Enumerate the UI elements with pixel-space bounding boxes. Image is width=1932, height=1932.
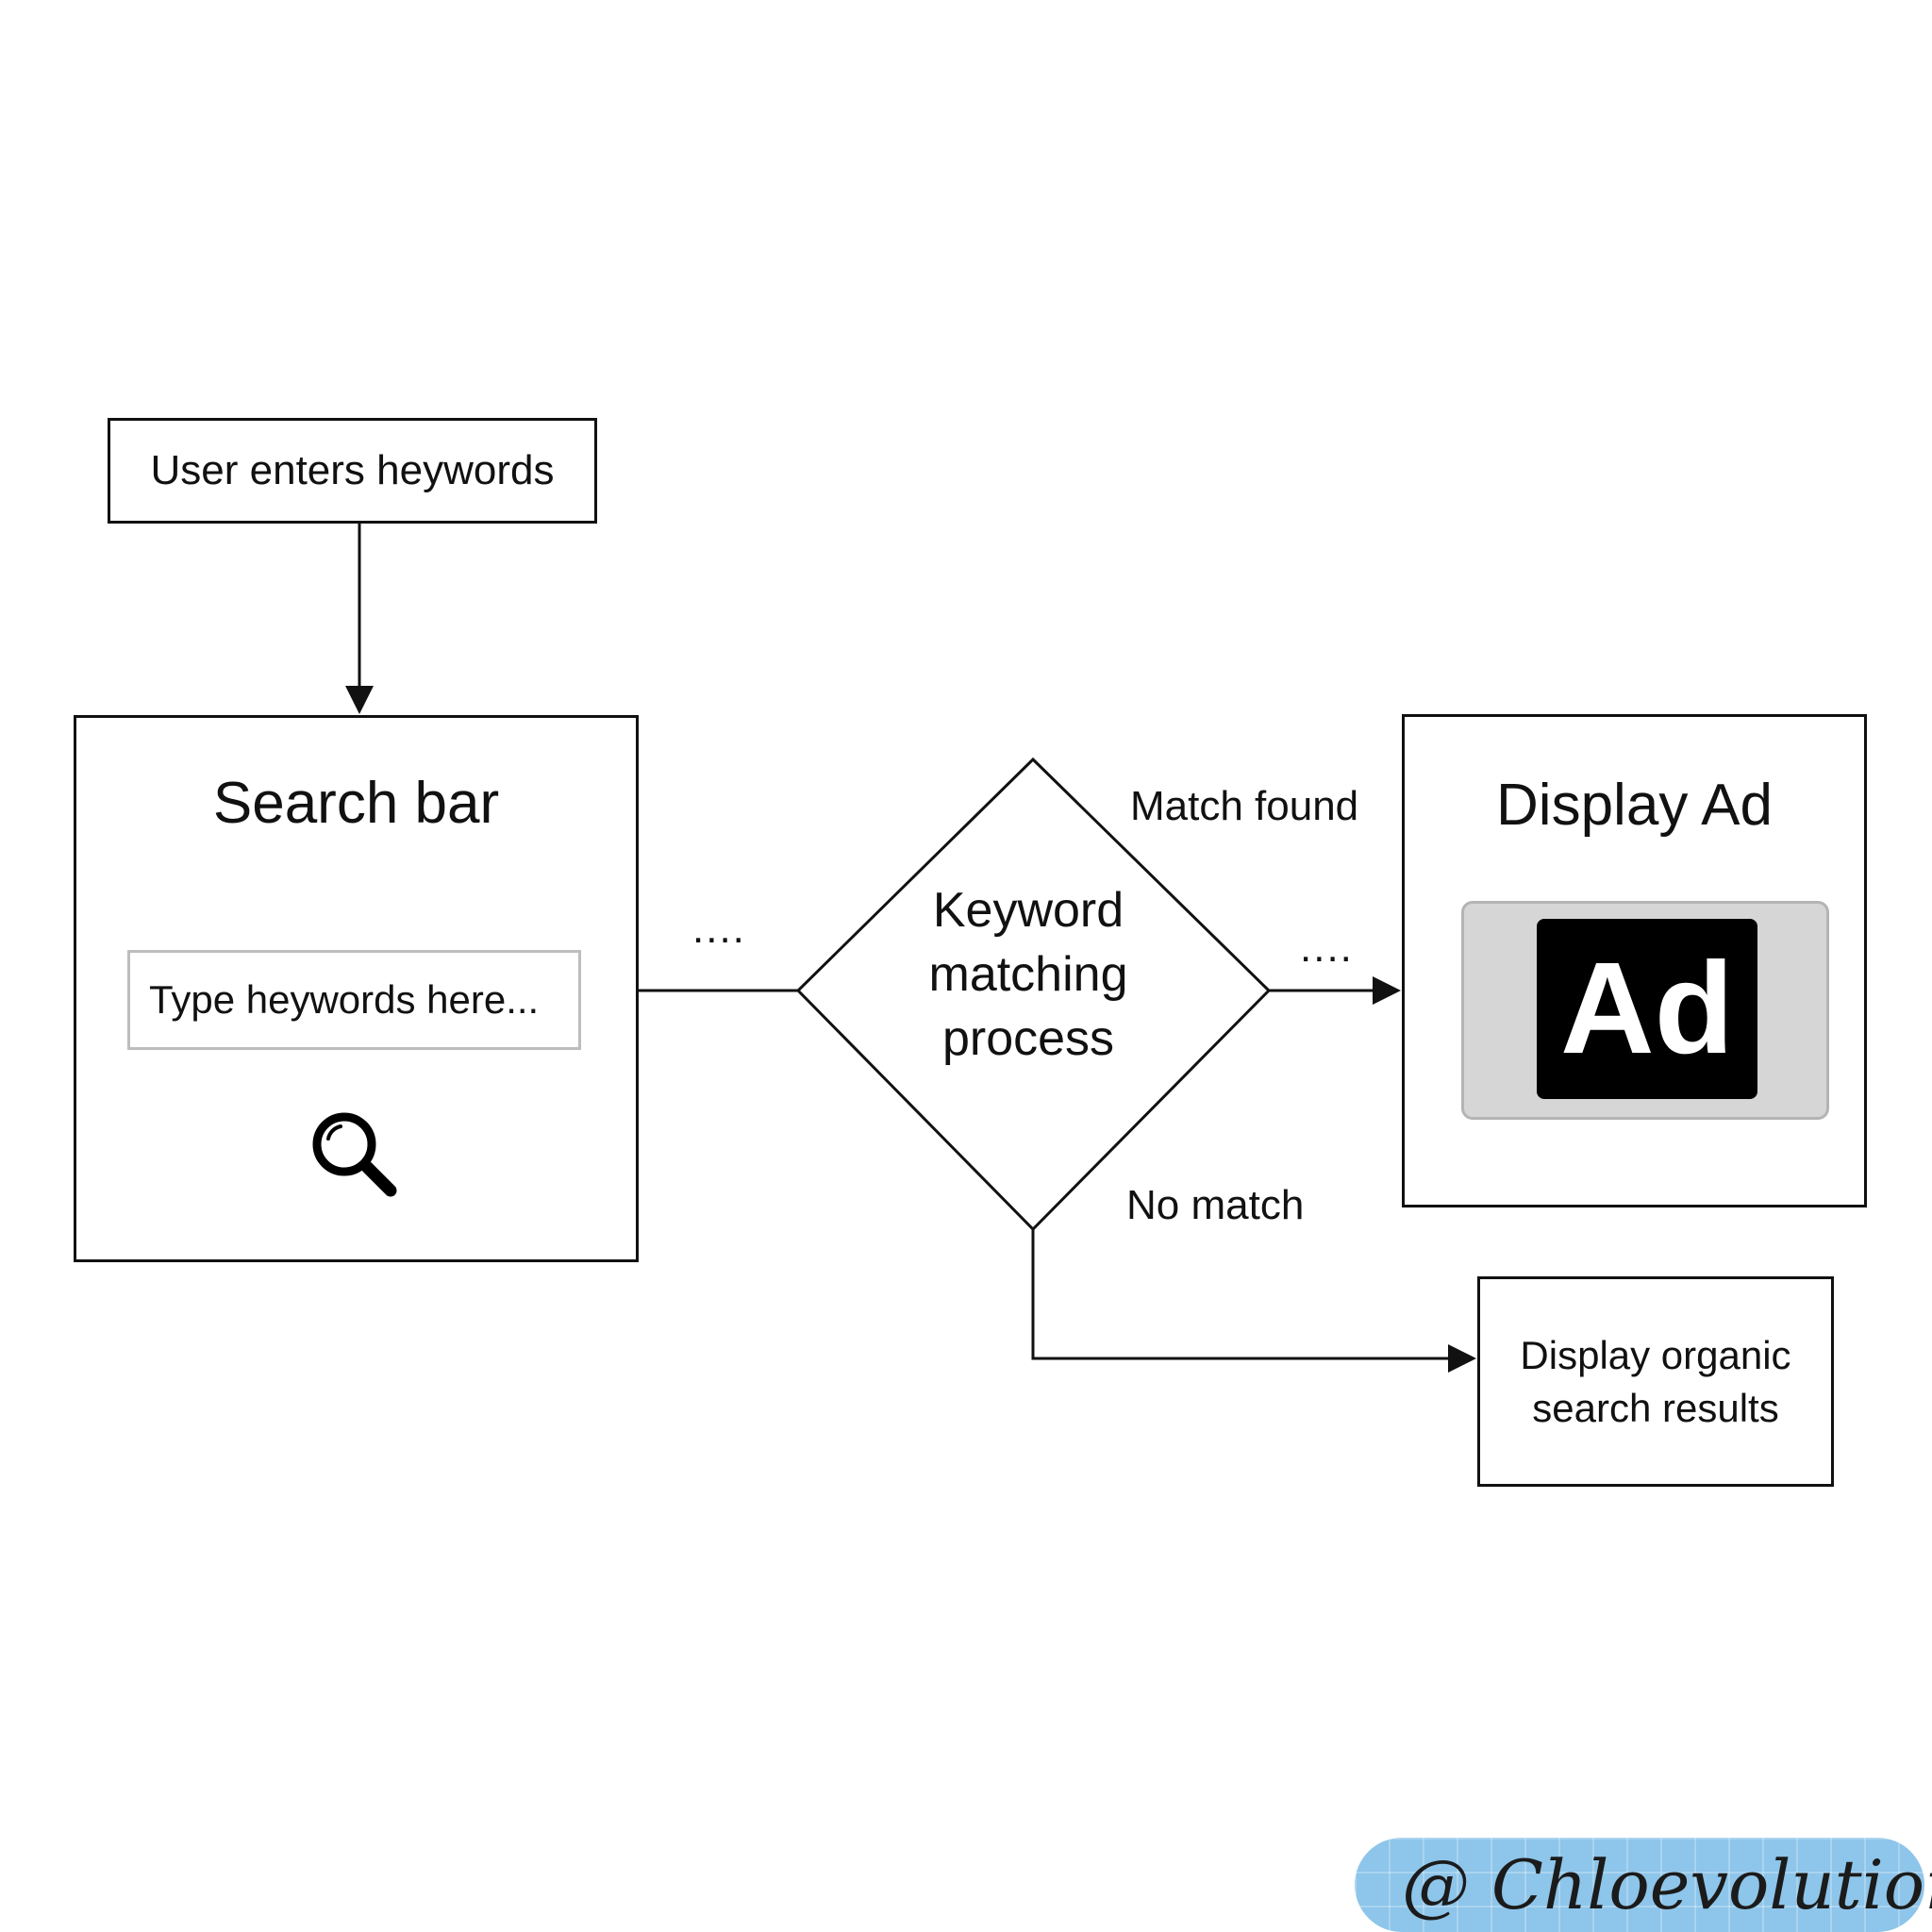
watermark-signature: @ Chloevolution — [1402, 1845, 1932, 1924]
decision-node-label: Keyword matching process — [928, 883, 1128, 1066]
connector-dots-left: .... — [692, 906, 746, 952]
search-icon — [312, 1112, 397, 1197]
search-bar-node: Search bar Type heywords here... — [74, 715, 639, 1262]
ad-icon: Ad — [1537, 919, 1757, 1099]
watermark-badge: @ Chloevolution — [1355, 1838, 1932, 1932]
arrow-nomatch-to-organic — [1031, 1229, 1476, 1373]
search-input: Type heywords here... — [127, 950, 581, 1050]
connector-dots-right: .... — [1300, 924, 1354, 971]
edge-label-match-found: Match found — [1130, 783, 1359, 829]
edge-label-no-match: No match — [1126, 1182, 1305, 1228]
display-ad-title: Display Ad — [1496, 773, 1773, 838]
ad-image-frame: Ad — [1461, 901, 1829, 1120]
start-node-label: User enters heywords — [150, 447, 555, 493]
organic-results-node: Display organic search results — [1477, 1276, 1834, 1487]
organic-results-label: Display organic search results — [1520, 1332, 1791, 1430]
display-ad-node: Display Ad Ad — [1402, 714, 1867, 1208]
start-node: User enters heywords — [108, 418, 597, 524]
search-bar-title: Search bar — [212, 771, 500, 836]
